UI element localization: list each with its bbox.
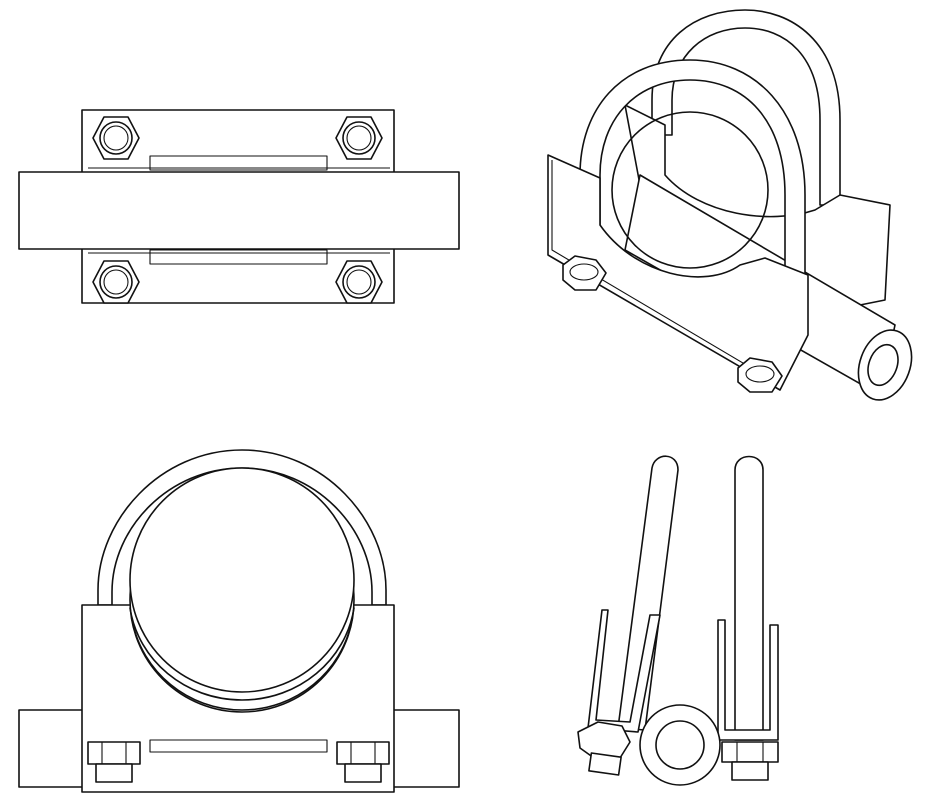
hex-nut-iso-right: [737, 357, 783, 393]
u-bolt-rear: [651, 9, 841, 206]
hex-nut-front-left: [87, 741, 141, 783]
hex-nut-top-left: [92, 116, 140, 160]
pipe-ring: [639, 704, 721, 786]
hex-nut-front-right: [336, 741, 390, 783]
hex-nut-bottom-right: [335, 260, 383, 304]
isometric-view: [547, 9, 913, 401]
u-bolt-leg-right: [734, 455, 764, 741]
saddle-front: [547, 154, 809, 391]
side-view: [577, 455, 779, 786]
hex-nut-side-left: [577, 721, 631, 776]
saddle-band-bottom: [149, 249, 328, 265]
top-view: [18, 109, 460, 304]
pipe-circle-inner: [129, 467, 355, 693]
hex-nut-bottom-left: [92, 260, 140, 304]
hex-nut-side-right: [721, 741, 779, 781]
pipe-bar: [18, 171, 460, 250]
saddle-rear: [624, 104, 891, 306]
hex-nut-top-right: [335, 116, 383, 160]
u-bolt-leg-left: [617, 455, 679, 731]
saddle-band-top: [149, 155, 328, 171]
bracket-right: [717, 619, 779, 741]
hex-nut-iso-left: [562, 255, 607, 291]
front-view: [18, 449, 460, 793]
